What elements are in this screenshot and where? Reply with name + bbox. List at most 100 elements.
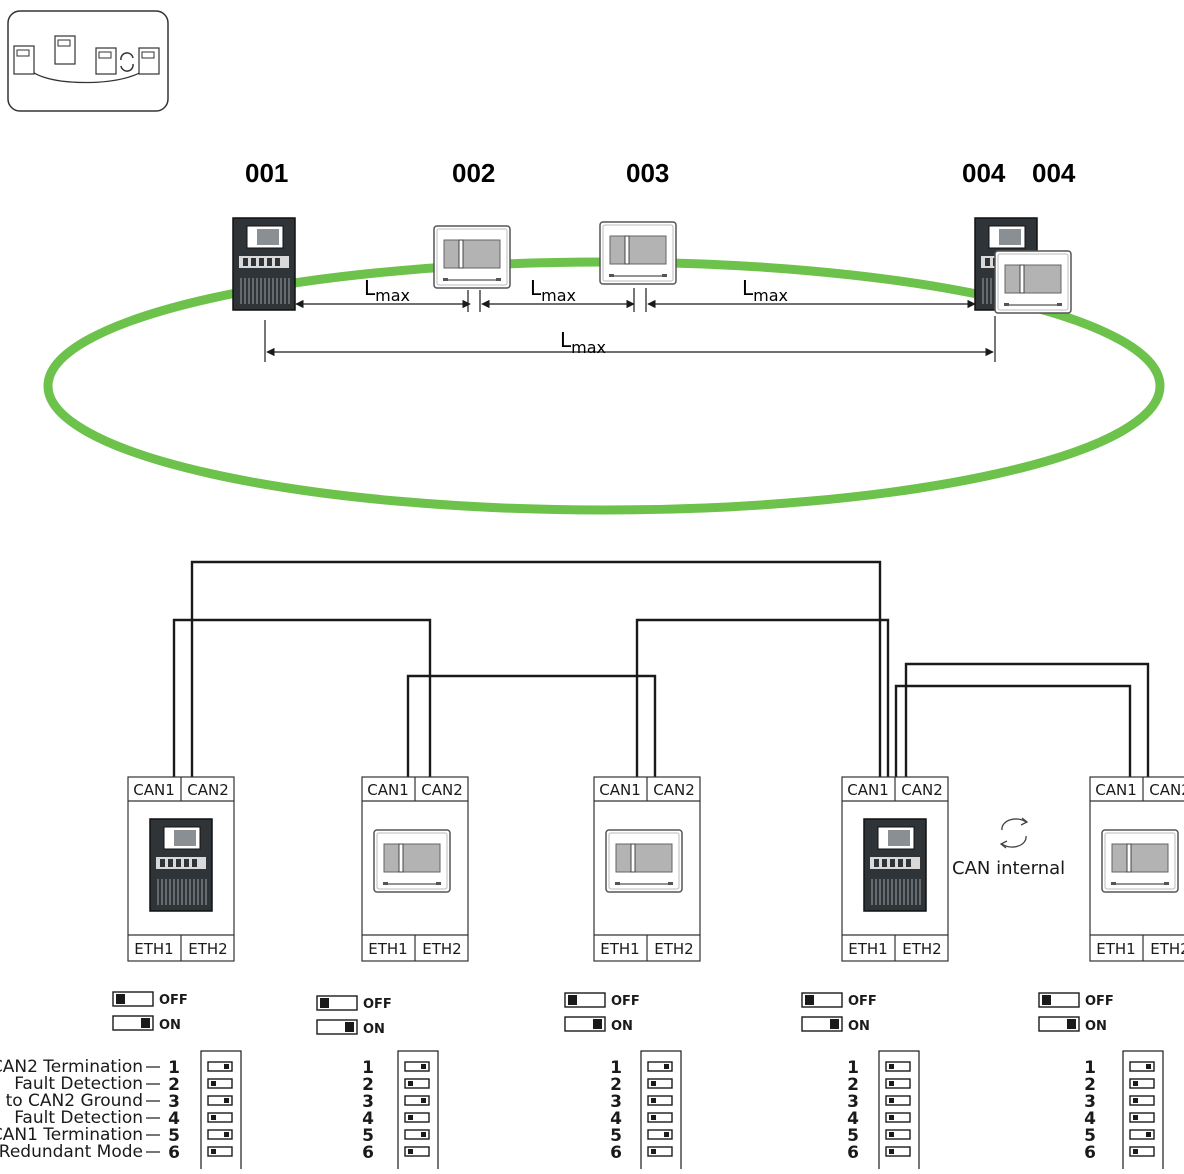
dip-switch[interactable] <box>1129 1061 1155 1072</box>
panel-icon <box>863 818 927 912</box>
off-label: OFF <box>1085 994 1114 1009</box>
remote-003-icon <box>599 221 677 285</box>
dip-number: 5 <box>847 1126 859 1146</box>
dip-switch[interactable] <box>1129 1146 1155 1157</box>
eth1-port-label: ETH1 <box>368 940 407 958</box>
dip-number: 2 <box>168 1075 180 1095</box>
dip-switch[interactable] <box>404 1146 430 1157</box>
dip-switch[interactable] <box>647 1078 673 1089</box>
dip-switch[interactable] <box>647 1146 673 1157</box>
dip-switch[interactable] <box>207 1078 233 1089</box>
off-label: OFF <box>611 994 640 1009</box>
dip-switch[interactable] <box>885 1095 911 1106</box>
dip-number: 6 <box>847 1143 859 1163</box>
dip-number: 3 <box>1084 1092 1096 1112</box>
dip-number: 5 <box>168 1126 180 1146</box>
dip-switch[interactable] <box>404 1078 430 1089</box>
dip-number: 1 <box>168 1058 180 1078</box>
remote-002-icon <box>433 225 511 289</box>
dip-switch[interactable] <box>1129 1078 1155 1089</box>
dip-switch[interactable] <box>207 1129 233 1140</box>
dip-switch[interactable] <box>1129 1129 1155 1140</box>
can1-port-label: CAN1 <box>599 781 641 799</box>
on-label: ON <box>848 1019 870 1034</box>
lmax-label-1: Lmax <box>364 276 411 305</box>
node-number-001: 001 <box>245 158 289 188</box>
can2-port-label: CAN2 <box>421 781 463 799</box>
dip-switch[interactable] <box>647 1095 673 1106</box>
dip-switch[interactable] <box>1129 1095 1155 1106</box>
dip-switch[interactable] <box>885 1112 911 1123</box>
eth2-port-label: ETH2 <box>902 940 941 958</box>
dip-function-label: CAN1 Termination <box>0 1125 143 1145</box>
dip-switch[interactable] <box>647 1061 673 1072</box>
dip-number: 5 <box>362 1126 374 1146</box>
dip-switch[interactable] <box>207 1112 233 1123</box>
dip-number: 3 <box>362 1092 374 1112</box>
dip-number: 2 <box>1084 1075 1096 1095</box>
eth1-port-label: ETH1 <box>600 940 639 958</box>
dip-number: 6 <box>168 1143 180 1163</box>
dip-switch[interactable] <box>207 1061 233 1072</box>
eth2-port-label: ETH2 <box>422 940 461 958</box>
dip-function-label: Redundant Mode <box>0 1142 143 1162</box>
eth1-port-label: ETH1 <box>848 940 887 958</box>
dip-switch[interactable] <box>404 1129 430 1140</box>
can2-port-label: CAN2 <box>1149 781 1184 799</box>
can-internal-icon <box>999 817 1029 849</box>
dip-switch[interactable] <box>647 1112 673 1123</box>
can1-port-label: CAN1 <box>133 781 175 799</box>
dip-number: 4 <box>847 1109 859 1129</box>
node-number-003: 003 <box>626 158 670 188</box>
dip-number: 3 <box>168 1092 180 1112</box>
dip-switch[interactable] <box>885 1146 911 1157</box>
off-label: OFF <box>159 993 188 1008</box>
dip-number: 4 <box>168 1109 180 1129</box>
dip-switch[interactable] <box>207 1146 233 1157</box>
dip-switch[interactable] <box>647 1129 673 1140</box>
dip-number: 6 <box>610 1143 622 1163</box>
dip-number: 6 <box>362 1143 374 1163</box>
dip-number: 4 <box>1084 1109 1096 1129</box>
can-internal-label: CAN internal <box>952 858 1065 879</box>
dip-switch[interactable] <box>1129 1112 1155 1123</box>
dip-switch[interactable] <box>885 1061 911 1072</box>
can2-port-label: CAN2 <box>901 781 943 799</box>
can1-port-label: CAN1 <box>847 781 889 799</box>
node-number-002: 002 <box>452 158 496 188</box>
dip-number: 3 <box>847 1092 859 1112</box>
dip-number: 3 <box>610 1092 622 1112</box>
can1-port-label: CAN1 <box>1095 781 1137 799</box>
dip-number: 5 <box>610 1126 622 1146</box>
remote-icon <box>1101 829 1179 893</box>
panel-icon <box>149 818 213 912</box>
dip-switch[interactable] <box>885 1078 911 1089</box>
dip-number: 2 <box>610 1075 622 1095</box>
dip-switch[interactable] <box>404 1061 430 1072</box>
dip-number: 2 <box>362 1075 374 1095</box>
dip-switch[interactable] <box>404 1095 430 1106</box>
node-number-004a: 004 <box>962 158 1006 188</box>
remote-icon <box>605 829 683 893</box>
dip-switch[interactable] <box>885 1129 911 1140</box>
eth2-port-label: ETH2 <box>654 940 693 958</box>
dip-switch[interactable] <box>404 1112 430 1123</box>
remote-004-icon <box>994 250 1072 314</box>
dip-number: 6 <box>1084 1143 1096 1163</box>
dip-function-label: Fault Detection <box>14 1074 143 1094</box>
dip-number: 1 <box>1084 1058 1096 1078</box>
on-label: ON <box>363 1022 385 1037</box>
dip-switch[interactable] <box>207 1095 233 1106</box>
dip-number: 1 <box>847 1058 859 1078</box>
lmax-label-2: Lmax <box>530 276 577 305</box>
